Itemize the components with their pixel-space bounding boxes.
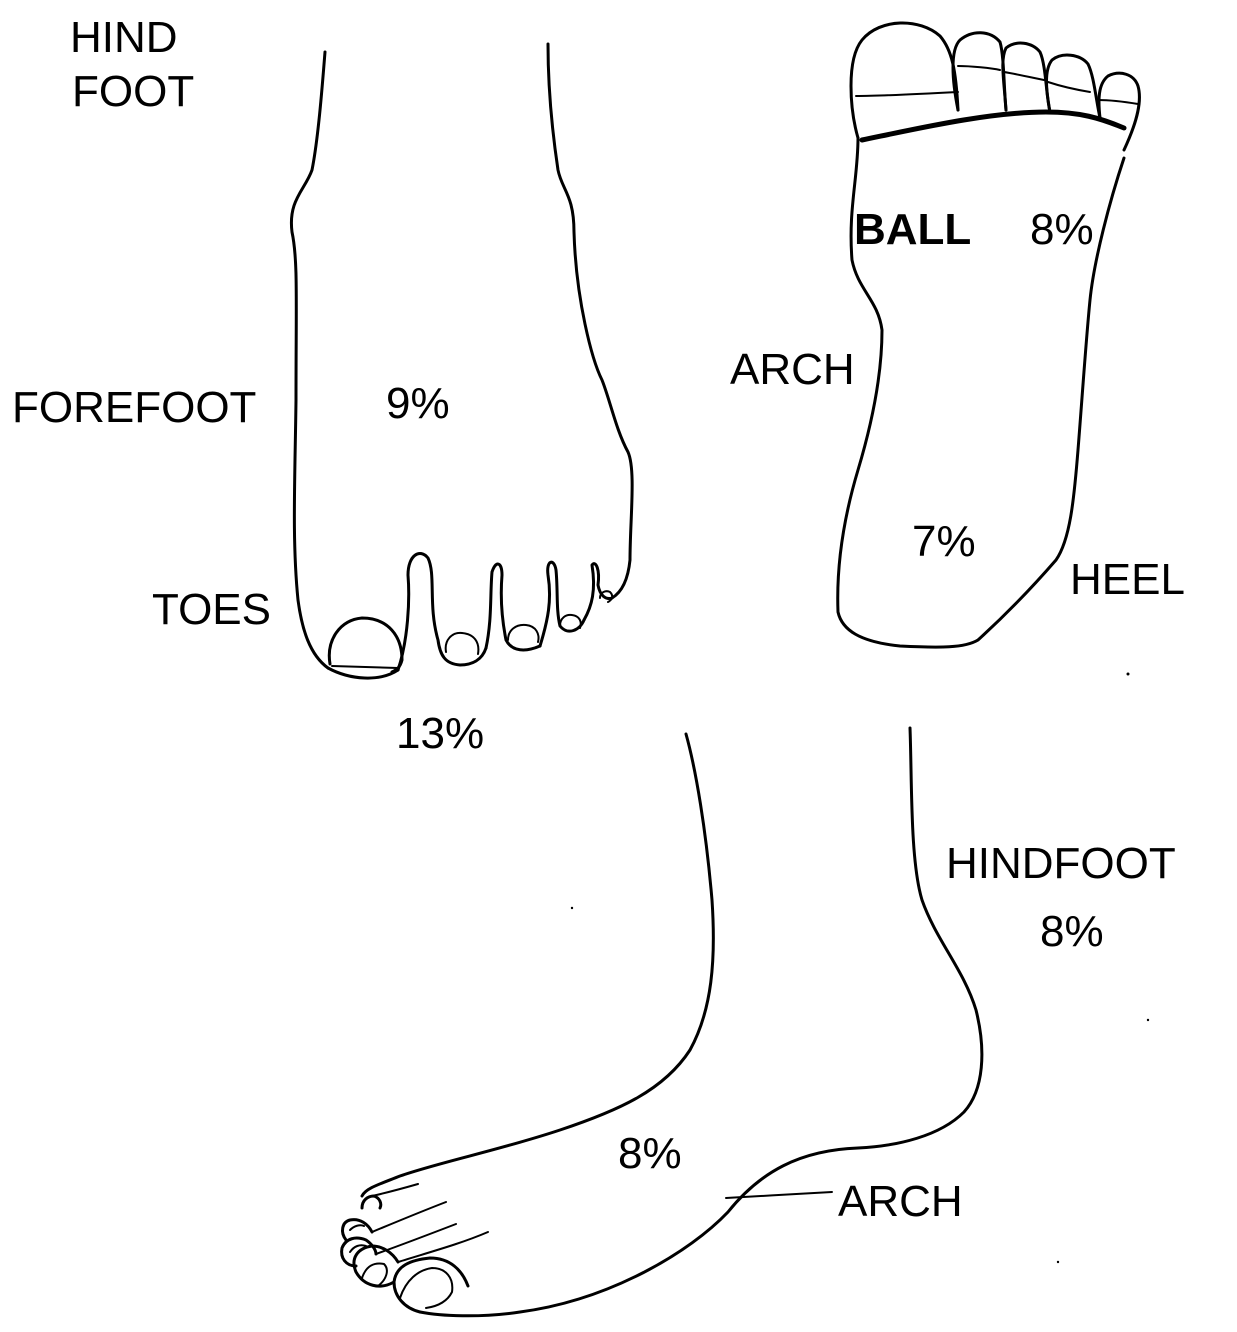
- ball-percent: 8%: [1030, 208, 1094, 252]
- top-view-foot-outline: [291, 44, 632, 678]
- side-view-foot-outline: [362, 728, 982, 1316]
- ball-label: BALL: [854, 208, 971, 252]
- hind-foot-label-line2: FOOT: [72, 70, 194, 114]
- heel-label: HEEL: [1070, 558, 1185, 602]
- hindfoot-percent: 8%: [1040, 910, 1104, 954]
- heel-percent: 7%: [912, 520, 976, 564]
- side-arch-label: ARCH: [838, 1180, 963, 1224]
- side-view-toes: [342, 1184, 488, 1312]
- forefoot-label: FOREFOOT: [12, 386, 256, 430]
- toes-percent: 13%: [396, 712, 484, 756]
- sole-arch-label: ARCH: [730, 348, 855, 392]
- hindfoot-label: HINDFOOT: [946, 842, 1176, 886]
- side-arch-percent: 8%: [618, 1132, 682, 1176]
- hind-foot-label-line1: HIND: [70, 16, 178, 60]
- top-view-toes: [329, 553, 612, 672]
- toes-label: TOES: [152, 588, 271, 632]
- forefoot-percent: 9%: [386, 382, 450, 426]
